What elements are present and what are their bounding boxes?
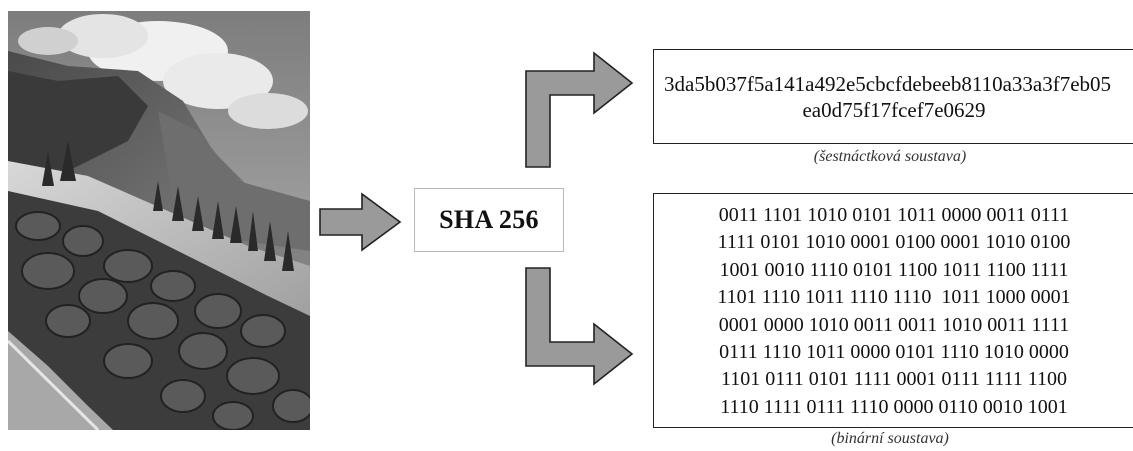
hex-output-line: ea0d75f17fcef7e0629 [802,98,986,122]
mountain-landscape-photo [8,11,310,430]
elbow-arrow-up-icon [525,51,634,168]
hex-output-box: 3da5b037f5a141a492e5cbcfdebeeb8110a33a3f… [653,49,1133,144]
right-arrow-icon [319,192,402,252]
binary-output-line: 1111 0101 1010 0001 0100 0001 1010 0100 [717,231,1071,254]
binary-output-line: 1001 0010 1110 0101 1100 1011 1100 1111 [719,258,1069,281]
binary-output-line: 1101 1110 1011 1110 1110 1011 1000 0001 [717,286,1071,309]
binary-output-box: 0011 1101 1010 0101 1011 0000 0011 0111 … [653,193,1133,428]
hash-function-box: SHA 256 [414,188,564,252]
binary-caption: (binární soustava) [831,430,949,447]
hash-function-label: SHA 256 [439,205,539,234]
binary-output-line: 1101 0111 0101 1111 0001 0111 1111 1100 [720,368,1068,391]
binary-output-line: 0111 1110 1011 0000 0101 1110 1010 0000 [719,341,1069,364]
binary-output-line: 0011 1101 1010 0101 1011 0000 0011 0111 [718,204,1070,226]
binary-output-line: 0001 0000 1010 0011 0011 1010 0011 1111 [718,313,1070,336]
binary-output-lines: 0011 1101 1010 0101 1011 0000 0011 0111 … [654,202,1133,421]
elbow-arrow-down-icon [525,267,634,386]
binary-output-line: 1110 1111 0111 1110 0000 0110 0010 1001 [720,395,1068,418]
landscape-photo [8,11,310,430]
hex-caption: (šestnáctková soustava) [813,148,967,165]
hex-output-line: 3da5b037f5a141a492e5cbcfdebeeb8110a33a3f… [664,72,1112,96]
